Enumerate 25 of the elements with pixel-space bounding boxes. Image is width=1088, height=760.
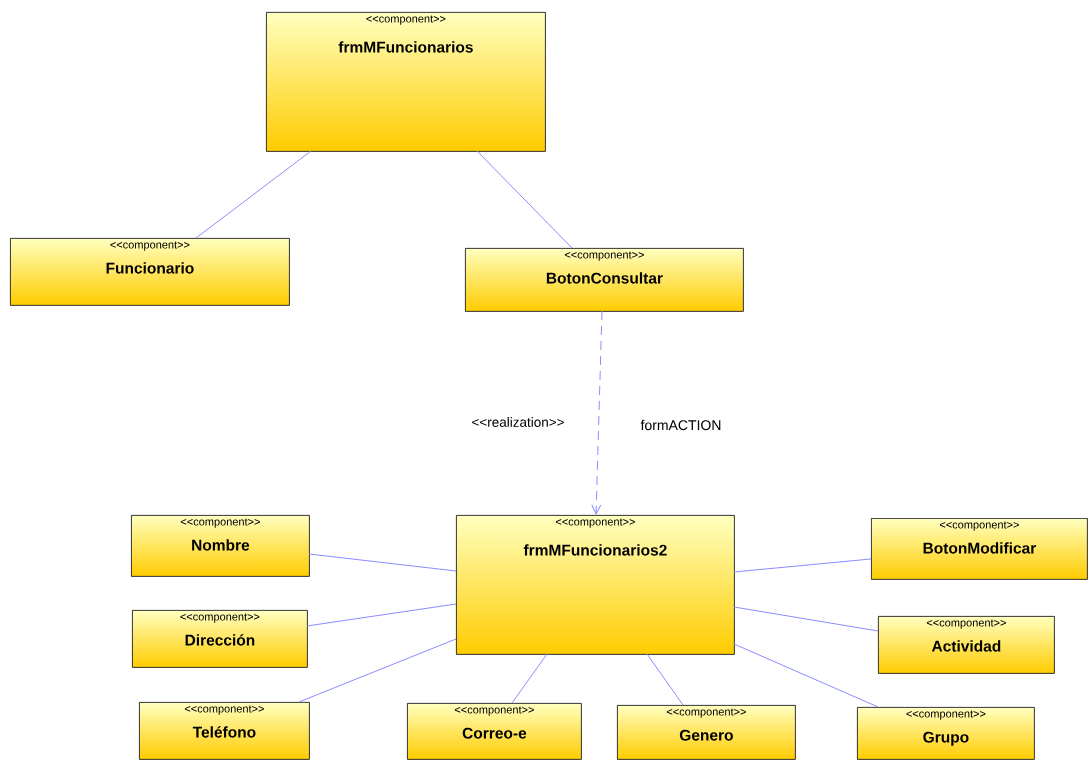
component-box: <<component>> Dirección [132,610,308,668]
connector [646,653,684,706]
connector [591,310,603,515]
connector [298,638,457,703]
component-box: <<component>> BotonConsultar [465,248,744,312]
connector [306,603,457,627]
component-box: <<component>> frmMFuncionarios2 [456,515,735,655]
component-box: <<component>> Genero [617,705,796,760]
connector [476,150,573,249]
component-box: <<component>> Actividad [878,616,1055,674]
annotation-text: formACTION [640,419,721,431]
component-box: <<component>> BotonModificar [871,518,1088,580]
component-box: <<component>> Funcionario [10,238,290,306]
connector [195,150,312,239]
component-box: <<component>> Teléfono [139,702,310,760]
connector [308,553,457,572]
component-box: <<component>> frmMFuncionarios [266,12,546,152]
component-box: <<component>> Grupo [857,707,1035,760]
component-box: <<component>> Nombre [131,515,310,577]
component-box: <<component>> Correo-e [407,703,582,760]
connector [733,606,879,632]
connector [733,643,879,708]
connector [511,653,548,704]
edge-label: <<realization>> [470,416,566,428]
connector [733,558,872,573]
